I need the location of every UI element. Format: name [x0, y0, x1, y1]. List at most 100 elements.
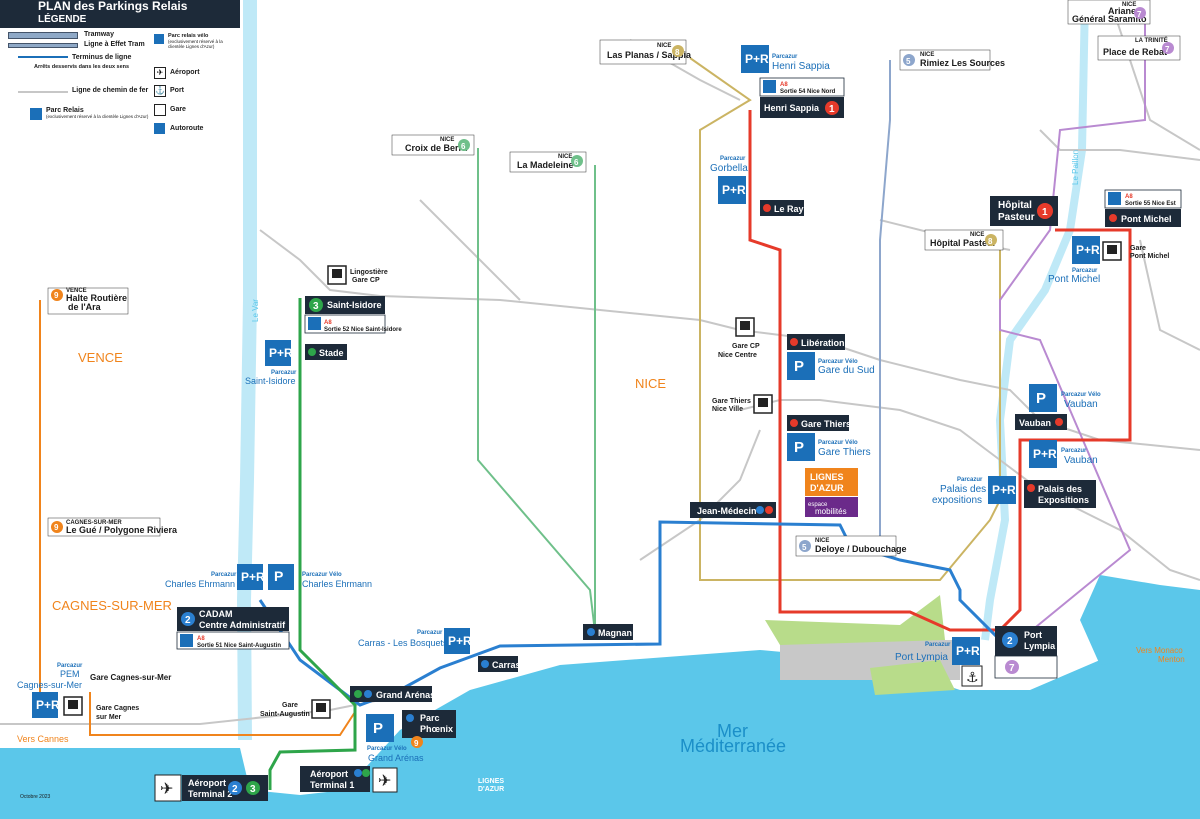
parcazur-label: Parcazur	[772, 54, 798, 60]
parking-port-lympia[interactable]: P+R	[952, 637, 980, 665]
station-parc-phoenix[interactable]: Parc Phœnix 9	[402, 710, 456, 748]
parcazur-label: Parcazur	[957, 477, 983, 483]
stop-rimiez[interactable]: 5 NICE Rimiez Les Sources	[899, 49, 1005, 71]
svg-text:Grand Arénas: Grand Arénas	[376, 690, 435, 700]
stop-la-trinite[interactable]: LA TRINITÉ Place de Rebat 7	[1097, 35, 1181, 61]
svg-text:Libération: Libération	[801, 338, 845, 348]
highway-icon	[154, 123, 165, 134]
svg-text:2: 2	[185, 615, 191, 626]
svg-text:Sortie 52 Nice Saint-Isidore: Sortie 52 Nice Saint-Isidore	[324, 327, 402, 333]
pem-label: PEM	[60, 669, 80, 679]
parcazur-label: Parcazur	[1061, 448, 1087, 454]
stop-ariane[interactable]: NICE Ariane Général Saramito 7	[1067, 0, 1151, 25]
stop-hopital-pasteur[interactable]: NICE Hôpital Pasteur 8	[924, 229, 1004, 251]
station-palais-expositions[interactable]: Palais des Expositions	[1024, 480, 1096, 508]
station-carras[interactable]: Carras	[478, 656, 521, 672]
train-icon	[327, 265, 347, 285]
svg-text:P+R: P+R	[448, 634, 472, 648]
bike-parking-gare-thiers[interactable]: P	[787, 433, 815, 461]
green-area	[870, 660, 955, 695]
river-var-label: Le Var	[251, 299, 260, 322]
svg-text:P+R: P+R	[36, 698, 60, 712]
svg-text:NICE: NICE	[440, 137, 454, 143]
footer-date: Octobre 2023	[20, 794, 51, 800]
parking-charles-ehrmann[interactable]: P+R	[237, 564, 265, 590]
stop-las-planas[interactable]: NICE Las Planas / Sappia 8	[599, 39, 692, 65]
station-stade[interactable]: Stade	[305, 344, 347, 360]
parking-label: Gare du Sud	[818, 365, 875, 376]
station-saint-isidore[interactable]: 3 Saint-Isidore A8 Sortie 52 Nice Saint-…	[304, 296, 402, 334]
bike-parking-vauban[interactable]: P	[1029, 384, 1057, 412]
svg-text:Vauban: Vauban	[1019, 418, 1051, 428]
station-le-ray[interactable]: Le Ray	[760, 200, 804, 216]
parking-label: Vauban	[1064, 455, 1098, 466]
station-pont-michel[interactable]: A8 Sortie 55 Nice Est Pont Michel	[1104, 189, 1182, 227]
station-vauban[interactable]: Vauban	[1015, 414, 1067, 430]
parking-pem-cagnes[interactable]: P+R	[32, 692, 60, 718]
sea-area	[1080, 575, 1200, 665]
station-grand-arenas[interactable]: Grand Arénas	[350, 686, 435, 702]
stop-ara[interactable]: 9 VENCE Halte Routière de l'Ara	[47, 287, 129, 315]
station-jean-medecin[interactable]: Jean-Médecin	[690, 502, 776, 518]
svg-text:Le Ray: Le Ray	[774, 204, 804, 214]
parking-palais-expositions[interactable]: P+R	[988, 476, 1016, 504]
svg-text:P+R: P+R	[1076, 243, 1100, 257]
tram-1-route	[748, 110, 1132, 632]
station-gare-thiers[interactable]: Gare Thiers	[787, 415, 851, 431]
bike-parking-grand-arenas[interactable]: P	[366, 714, 394, 742]
parking-label: Palais des	[940, 484, 986, 495]
stop-croix-de-berra[interactable]: NICE Croix de Berra 6	[391, 134, 475, 156]
parking-gorbella[interactable]: P+R	[718, 176, 746, 204]
train-icon	[735, 317, 755, 337]
bike-parking-gare-du-sud[interactable]: P	[787, 352, 815, 380]
svg-text:6: 6	[461, 142, 466, 151]
station-cadam[interactable]: 2 CADAM Centre Administratif A8 Sortie 5…	[176, 607, 290, 650]
parking-label: Carras - Les Bosquets	[358, 638, 448, 648]
station-hopital-pasteur[interactable]: Hôpital Pasteur 1	[990, 196, 1058, 226]
station-henri-sappia[interactable]: A8 Sortie 54 Nice Nord Henri Sappia 1	[759, 77, 845, 118]
station-aeroport-t1[interactable]: Aéroport Terminal 1 ✈	[300, 766, 398, 793]
svg-text:⚓: ⚓	[966, 670, 979, 686]
legend-panel: PLAN des Parkings Relais LÉGENDE Tramway…	[0, 0, 240, 148]
svg-text:6: 6	[574, 158, 579, 167]
station-liberation[interactable]: Libération	[787, 334, 845, 350]
parcazur-label: Parcazur	[925, 642, 951, 648]
map-title: PLAN des Parkings Relais	[38, 0, 188, 13]
station-port-lympia[interactable]: 2 Port Lympia 7	[994, 626, 1058, 679]
parking-carras[interactable]: P+R	[444, 628, 472, 654]
parking-saint-isidore[interactable]: P+R	[265, 340, 293, 366]
stop-deloye[interactable]: 5 NICE Deloye / Dubouchage	[795, 535, 907, 557]
gare-label: Gare	[282, 702, 298, 709]
legend-parc-relais: Parc Relais (exclusivement réservé à la …	[46, 107, 149, 119]
legend-rail: Ligne de chemin de fer	[72, 87, 149, 94]
legend-aeroport: Aéroport	[170, 69, 200, 76]
parking-henri-sappia[interactable]: P+R	[741, 45, 769, 73]
airport-icon: ✈	[160, 779, 173, 798]
parcazur-label: Parcazur Vélo	[818, 359, 858, 365]
svg-text:7: 7	[1009, 663, 1015, 674]
gare-label: Gare Cagnes	[96, 705, 139, 712]
parcazur-label: Parcazur Vélo	[367, 746, 407, 752]
stop-la-madeleine[interactable]: NICE La Madeleine 6	[509, 151, 587, 173]
svg-text:A8: A8	[1125, 194, 1133, 200]
parcazur-label: Parcazur	[417, 630, 443, 636]
bike-parking-charles-ehrmann[interactable]: P	[268, 564, 294, 590]
legend-parc-velo: Parc relais vélo (exclusivement réservé …	[168, 33, 223, 49]
gare-label: Nice Centre	[718, 352, 757, 359]
svg-text:D'AZUR: D'AZUR	[810, 483, 844, 493]
legend-gare: Gare	[170, 106, 186, 113]
bike-parking-icon	[154, 34, 164, 44]
parking-label: Port Lympia	[895, 652, 948, 663]
svg-text:Hôpital Pasteur: Hôpital Pasteur	[930, 238, 997, 248]
svg-text:Pasteur: Pasteur	[998, 212, 1035, 223]
station-aeroport-t2[interactable]: ✈ Aéroport Terminal 2 2 3	[154, 774, 268, 802]
station-magnan[interactable]: Magnan	[583, 624, 633, 640]
parking-label: Vauban	[1064, 399, 1098, 410]
svg-text:Aéroport: Aéroport	[188, 778, 226, 788]
stop-gue[interactable]: 9 CAGNES-SUR-MER Le Gué / Polygone Rivie…	[47, 517, 178, 537]
parking-label: expositions	[932, 495, 982, 506]
parking-vauban[interactable]: P+R	[1029, 440, 1057, 468]
train-icon	[154, 104, 166, 116]
parking-pont-michel[interactable]: P+R	[1072, 236, 1100, 264]
